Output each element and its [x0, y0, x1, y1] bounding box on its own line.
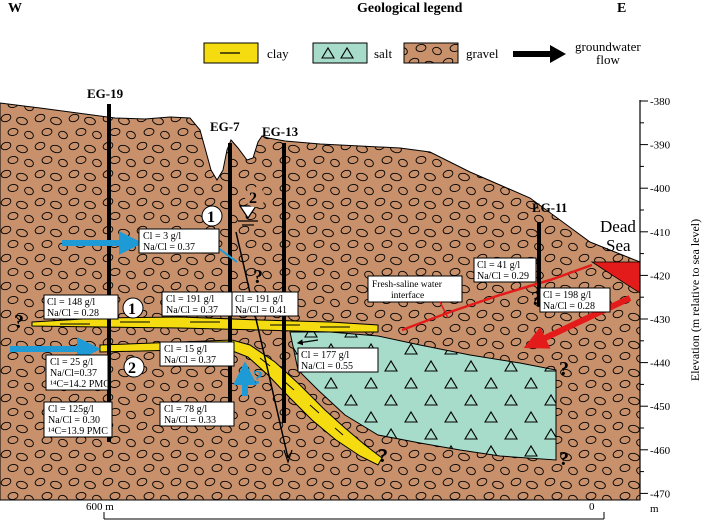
question-mark-eg11: ? — [531, 288, 541, 310]
box-b11-line1: Cl = 198 g/l — [543, 290, 591, 301]
elevation-tick-label: -450 — [650, 401, 671, 413]
data-box-b9: Cl = 78 g/l Na/Cl = 0.33 — [159, 401, 235, 427]
box-b10-line2: Na/Cl = 0.29 — [477, 271, 529, 282]
box-b3-line2: Na/Cl = 0.37 — [166, 305, 218, 316]
west-label: W — [8, 1, 22, 16]
box-b5-line3: ¹⁴C=14.2 PMC — [50, 379, 110, 390]
data-box-b4: Cl = 191 g/l Na/Cl = 0.41 — [231, 291, 299, 317]
well-eg19 — [107, 104, 111, 442]
interface-label-1: Fresh-saline water — [372, 280, 443, 290]
box-b2-line1: Cl = 148 g/l — [47, 297, 95, 308]
question-mark-west-upper: ? — [14, 311, 24, 333]
inclined-borehole — [235, 231, 289, 459]
legend-gravel-label: gravel — [466, 46, 499, 61]
well-eg7 — [228, 143, 232, 411]
data-box-b3: Cl = 191 g/l Na/Cl = 0.37 — [161, 291, 237, 317]
scale-bar-unit: m — [650, 503, 659, 515]
well-label-eg7: EG-7 — [210, 119, 240, 134]
elevation-tick-label: -380 — [650, 96, 671, 108]
well-eg11 — [537, 222, 541, 306]
elevation-axis-title: Elevation (m relative to sea level) — [688, 219, 702, 381]
data-box-b8: Cl = 125g/l Na/Cl = 0.30 ¹⁴C=13.9 PMC — [43, 401, 113, 438]
legend-flow-arrow — [513, 45, 566, 63]
interface-label-2: interface — [391, 290, 424, 301]
legend-flow-label-2: flow — [596, 52, 620, 67]
clay-layer-upper — [31, 316, 379, 333]
legend: clay salt gravel groundwater flow — [203, 39, 641, 67]
elevation-tick-label: -430 — [650, 314, 671, 326]
box-b6-line2: Na/Cl = 0.37 — [164, 355, 216, 366]
legend-gravel-swatch — [403, 42, 459, 64]
data-box-b5: Cl = 25 g/l Na/Cl=0.37 ¹⁴C=14.2 PMC — [45, 354, 110, 391]
legend-title: Geological legend — [357, 1, 463, 16]
box-b5-line1: Cl = 25 g/l — [50, 357, 93, 368]
aquifer-number-2-lower: 2 — [128, 360, 136, 377]
box-b2-line2: Na/Cl = 0.28 — [47, 308, 99, 319]
question-mark-east-lower: ? — [559, 448, 569, 470]
data-box-b2: Cl = 148 g/l Na/Cl = 0.28 — [43, 294, 119, 320]
well-label-eg11: EG-11 — [532, 200, 567, 215]
question-mark-east-upper: ? — [559, 358, 569, 380]
box-b7-line1: Cl = 177 g/l — [301, 350, 349, 361]
question-mark-lower-center: ? — [253, 367, 263, 389]
data-box-b11: Cl = 198 g/l Na/Cl = 0.28 — [539, 287, 611, 313]
box-b1-line2: Na/Cl = 0.37 — [143, 242, 195, 253]
elevation-axis-ticks: -380 -390 -400 -410 -420 -430 -440 -450 -460 -470 — [640, 96, 671, 500]
well-label-eg19: EG-19 — [87, 86, 124, 101]
aquifer-number-1-lower: 1 — [128, 301, 136, 318]
aquifer-number-1-upper: 1 — [207, 209, 215, 226]
scale-bar-right-label: 0 — [589, 501, 595, 513]
box-b11-line2: Na/Cl = 0.28 — [543, 301, 595, 312]
legend-salt-label: salt — [374, 46, 392, 61]
box-b3-line1: Cl = 191 g/l — [166, 294, 214, 305]
box-b4-line1: Cl = 191 g/l — [235, 294, 283, 305]
elevation-tick-label: -440 — [650, 358, 671, 370]
elevation-tick-label: -400 — [650, 183, 671, 195]
box-b5-line2: Na/Cl=0.37 — [50, 368, 97, 379]
question-mark-center: ? — [253, 266, 263, 288]
elevation-tick-label: -390 — [650, 140, 671, 152]
legend-salt-swatch — [312, 42, 368, 64]
flow-arrow-black — [296, 339, 319, 346]
question-mark-salt-base: ? — [378, 445, 388, 467]
box-b4-line2: Na/Cl = 0.41 — [235, 305, 287, 316]
data-box-b7: Cl = 177 g/l Na/Cl = 0.55 — [297, 347, 379, 373]
aquifer-number-2-upper: 2 — [249, 190, 257, 207]
box-b9-line2: Na/Cl = 0.33 — [164, 415, 216, 426]
box-b6-line1: Cl = 15 g/l — [164, 344, 207, 355]
box-b8-line2: Na/Cl = 0.30 — [48, 415, 100, 426]
data-box-b1: Cl = 3 g/l Na/Cl = 0.37 — [138, 228, 220, 254]
dead-sea-label-1: Dead — [600, 217, 636, 236]
elevation-tick-label: -460 — [650, 445, 671, 457]
scale-bar-left-label: 600 m — [86, 501, 114, 513]
box-b1-line1: Cl = 3 g/l — [143, 231, 181, 242]
box-b8-line1: Cl = 125g/l — [48, 404, 94, 415]
dead-sea-label-2: Sea — [606, 236, 631, 255]
box-b7-line2: Na/Cl = 0.55 — [301, 361, 353, 372]
flow-arrow-red — [523, 295, 632, 349]
well-label-eg13: EG-13 — [262, 124, 299, 139]
box-b10-line1: Cl = 41 g/l — [477, 260, 520, 271]
box-b9-line1: Cl = 78 g/l — [164, 404, 207, 415]
data-box-b6: Cl = 15 g/l Na/Cl = 0.37 — [159, 341, 235, 367]
legend-clay-label: clay — [267, 46, 289, 61]
clay-layer-dipping — [99, 339, 383, 466]
data-box-b10: Cl = 41 g/l Na/Cl = 0.29 — [473, 257, 537, 283]
legend-flow-label-1: groundwater — [575, 39, 641, 54]
east-label: E — [617, 1, 626, 16]
water-table-symbol-2 — [238, 205, 258, 226]
elevation-tick-label: -470 — [650, 488, 671, 500]
elevation-tick-label: -420 — [650, 270, 671, 282]
elevation-tick-label: -410 — [650, 227, 671, 239]
well-eg13 — [282, 143, 286, 423]
box-b8-line3: ¹⁴C=13.9 PMC — [48, 426, 108, 437]
fresh-saline-interface-line — [401, 263, 593, 332]
